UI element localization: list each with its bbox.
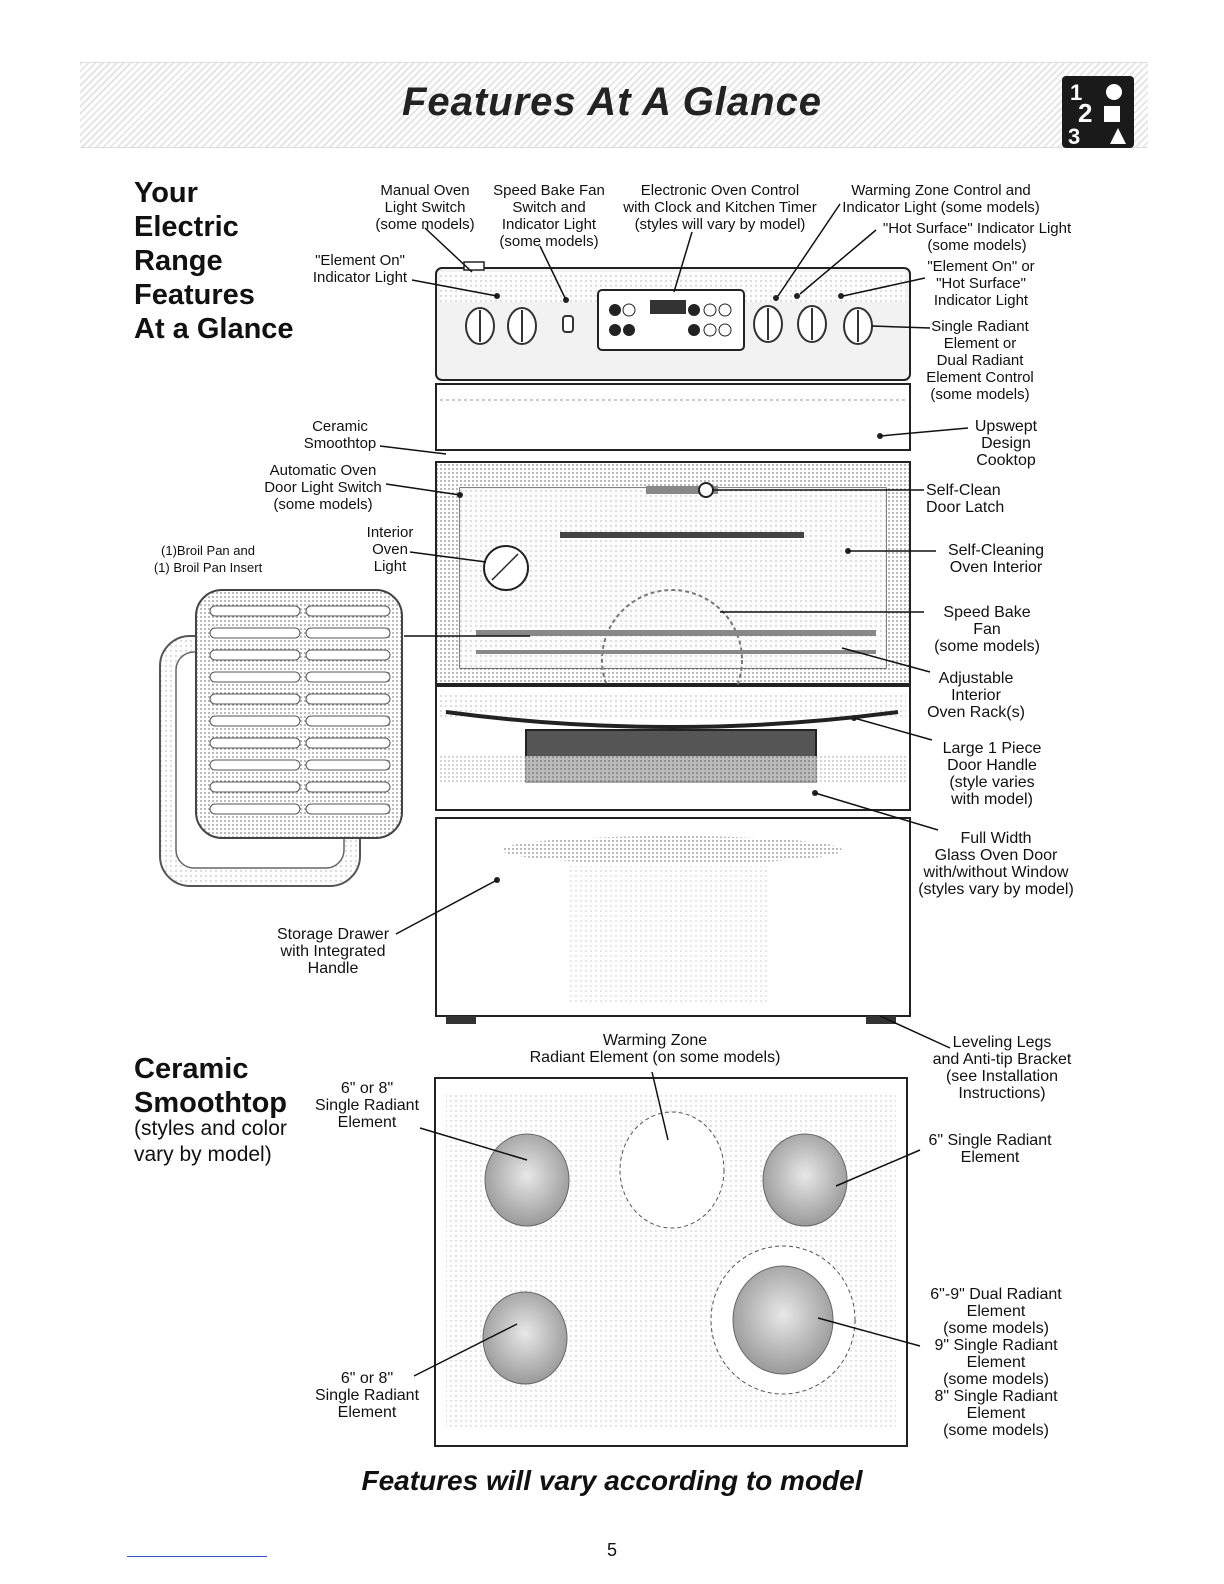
smoothtop-section-subheading: (styles and color vary by model) (134, 1116, 287, 1168)
label-warming-zone-control: Warming Zone Control and Indicator Light… (842, 182, 1040, 216)
subheading-line: vary by model) (134, 1143, 272, 1166)
label-glass-oven-door: Full Width Glass Oven Door with/without … (918, 830, 1074, 898)
logo-digit-3: 3 (1068, 124, 1080, 148)
electronic-oven-control[interactable] (597, 289, 745, 351)
label-speed-bake-switch: Speed Bake Fan Switch and Indicator Ligh… (493, 182, 605, 250)
label-single-radiant-bottom-left: 6" or 8" Single Radiant Element (314, 1370, 420, 1421)
label-door-light-switch: Automatic Oven Door Light Switch (some m… (264, 462, 382, 513)
label-element-on-light: "Element On" Indicator Light (312, 252, 408, 286)
heading-line: Range (134, 245, 223, 277)
element-control-knob[interactable] (797, 305, 827, 343)
leveling-leg (866, 1016, 896, 1024)
logo-digit-2: 2 (1078, 98, 1092, 128)
warming-zone-element (619, 1111, 725, 1229)
label-electronic-oven-control: Electronic Oven Control with Clock and K… (623, 182, 817, 233)
leader-lines (379, 203, 969, 1377)
label-interior-light: Interior Oven Light (366, 524, 414, 575)
heading-line: At a Glance (134, 313, 294, 345)
range-section-heading: Your Electric Range Features At a Glance (134, 176, 294, 346)
self-clean-latch-icon[interactable] (698, 482, 714, 498)
heading-line: Your (134, 177, 198, 209)
oven-rack[interactable] (476, 630, 876, 636)
door-handle[interactable] (445, 710, 899, 729)
heading-line: Ceramic (134, 1053, 249, 1085)
label-element-on-hot-surface: "Element On" or "Hot Surface" Indicator … (927, 258, 1035, 309)
leveling-leg (446, 1016, 476, 1024)
label-self-cleaning-interior: Self-Cleaning Oven Interior (947, 542, 1045, 576)
heading-line: Electric (134, 211, 239, 243)
logo-digit-1: 1 (1070, 80, 1082, 105)
label-self-clean-latch: Self-Clean Door Latch (926, 482, 1005, 516)
upswept-cooktop (435, 383, 911, 451)
divider (127, 1556, 267, 1557)
page-number: 5 (606, 1540, 617, 1560)
label-dual-radiant: 6"-9" Dual Radiant Element (some models)… (930, 1286, 1062, 1439)
control-panel (435, 261, 911, 381)
manual-oven-light-switch[interactable] (463, 261, 485, 271)
oven-door[interactable] (435, 685, 911, 811)
title-banner (80, 62, 1148, 148)
label-oven-racks: Adjustable Interior Oven Rack(s) (927, 670, 1025, 721)
heading-line: Features (134, 279, 255, 311)
element-control-knob[interactable] (465, 307, 495, 345)
element-control-knob[interactable] (753, 305, 783, 343)
element-control-knob[interactable] (507, 307, 537, 345)
storage-drawer[interactable] (435, 817, 911, 1017)
oven-rack[interactable] (476, 650, 876, 654)
subheading-line: (styles and color (134, 1117, 287, 1140)
page-title: Features At A Glance (401, 80, 823, 124)
label-door-handle: Large 1 Piece Door Handle (style varies … (942, 740, 1042, 808)
label-storage-drawer: Storage Drawer with Integrated Handle (276, 926, 390, 977)
oven-cavity (435, 461, 911, 731)
label-manual-oven-light: Manual Oven Light Switch (some models) (375, 182, 475, 233)
label-speed-bake-fan: Speed Bake Fan (some models) (934, 604, 1040, 655)
label-upswept-cooktop: Upswept Design Cooktop (974, 418, 1038, 469)
single-radiant-element (762, 1133, 848, 1227)
speed-bake-switch[interactable] (562, 315, 574, 333)
ceramic-smoothtop-illustration (434, 1077, 908, 1447)
single-radiant-element (482, 1291, 568, 1385)
clock-display (650, 300, 686, 314)
steps-logo-icon: 1 2 3 (1062, 76, 1134, 149)
footer-note: Features will vary according to model (361, 1465, 863, 1496)
label-leveling-legs: Leveling Legs and Anti-tip Bracket (see … (932, 1034, 1072, 1102)
single-radiant-element (484, 1133, 570, 1227)
element-control-knob[interactable] (843, 307, 873, 345)
heading-line: Smoothtop (134, 1087, 288, 1119)
label-warming-zone: Warming Zone Radiant Element (on some mo… (529, 1032, 781, 1066)
label-ceramic-smoothtop: Ceramic Smoothtop (303, 418, 377, 452)
label-single-radiant-6: 6" Single Radiant Element (928, 1132, 1052, 1166)
label-single-radiant-top-left: 6" or 8" Single Radiant Element (314, 1080, 420, 1131)
interior-oven-light-icon (483, 545, 529, 591)
smoothtop-section-heading: Ceramic Smoothtop (134, 1052, 287, 1120)
label-element-control: Single Radiant Element or Dual Radiant E… (926, 318, 1034, 403)
speed-bake-fan-icon (601, 589, 743, 731)
broil-pan-illustration (159, 589, 403, 887)
label-broil-pan: (1)Broil Pan and (1) Broil Pan Insert (153, 543, 263, 575)
label-hot-surface-light: "Hot Surface" Indicator Light (some mode… (882, 220, 1072, 254)
